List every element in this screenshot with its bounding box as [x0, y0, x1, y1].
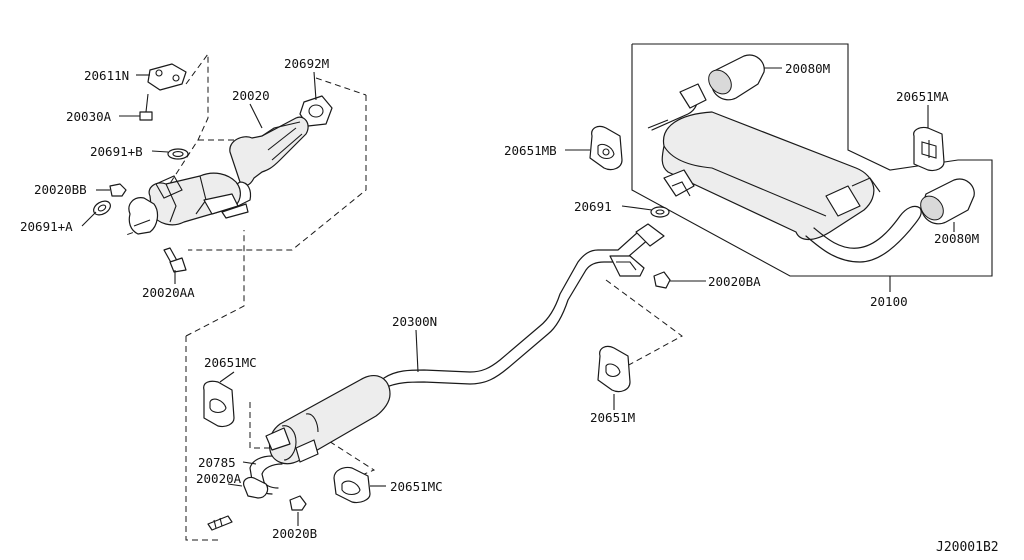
label-20651M: 20651M [590, 410, 635, 425]
label-20611N: 20611N [84, 68, 129, 83]
label-20300N: 20300N [392, 314, 437, 329]
label-20785: 20785 [198, 455, 236, 470]
catalyst-converter-20020 [128, 116, 309, 235]
rubber-mount-20651M [597, 345, 631, 393]
rubber-mount-20651MC-right [333, 466, 371, 504]
leader-lines [81, 67, 955, 526]
tail-finisher-20080M-top [708, 54, 765, 101]
front-pipe-20785 [243, 455, 283, 499]
label-20020A: 20020A [196, 471, 242, 486]
diagram-code: J20001B2 [936, 540, 999, 555]
label-20030A: 20030A [66, 109, 112, 124]
label-20020B: 20020B [272, 526, 317, 541]
label-20691: 20691 [574, 199, 612, 214]
part-labels: 20611N 20030A 20020 20692M 20691+B 20020… [20, 56, 999, 555]
label-20651MC-left: 20651MC [204, 355, 257, 370]
label-20100: 20100 [870, 294, 908, 309]
gasket-20691 [650, 206, 670, 218]
label-20651MB: 20651MB [504, 143, 557, 158]
rubber-mount-20651MC-left [203, 380, 235, 428]
nut-20020B [289, 495, 307, 511]
label-20080M-top: 20080M [785, 61, 830, 76]
label-20691B: 20691+B [90, 144, 143, 159]
label-20651MA: 20651MA [896, 89, 949, 104]
label-20020AA: 20020AA [142, 285, 195, 300]
nut-20020BA [653, 271, 671, 289]
tail-finisher-20080M-right [920, 178, 975, 225]
label-20020BA: 20020BA [708, 274, 761, 289]
muffler-main-20100 [647, 83, 922, 263]
nut-20020BB [109, 183, 127, 197]
heat-shield-20611N [147, 63, 187, 91]
rubber-mount-20651MB [589, 125, 623, 171]
gasket-20692M [299, 95, 333, 127]
seal-ring-20691B [167, 148, 189, 160]
label-20651MC-right: 20651MC [390, 479, 443, 494]
label-20692M: 20692M [284, 56, 329, 71]
rear-assembly-outline [631, 43, 993, 277]
center-pipe-20300N [383, 223, 665, 389]
label-20691A: 20691+A [20, 219, 73, 234]
label-20080M-right: 20080M [934, 231, 979, 246]
stud-20020A [207, 515, 233, 531]
stud-20020AA [163, 247, 187, 273]
label-20020: 20020 [232, 88, 270, 103]
bolt-20030A [139, 93, 153, 121]
label-20020BB: 20020BB [34, 182, 87, 197]
seal-ring-20691A [93, 200, 111, 216]
pre-muffler [265, 375, 391, 465]
rubber-mount-20651MA [913, 126, 945, 172]
